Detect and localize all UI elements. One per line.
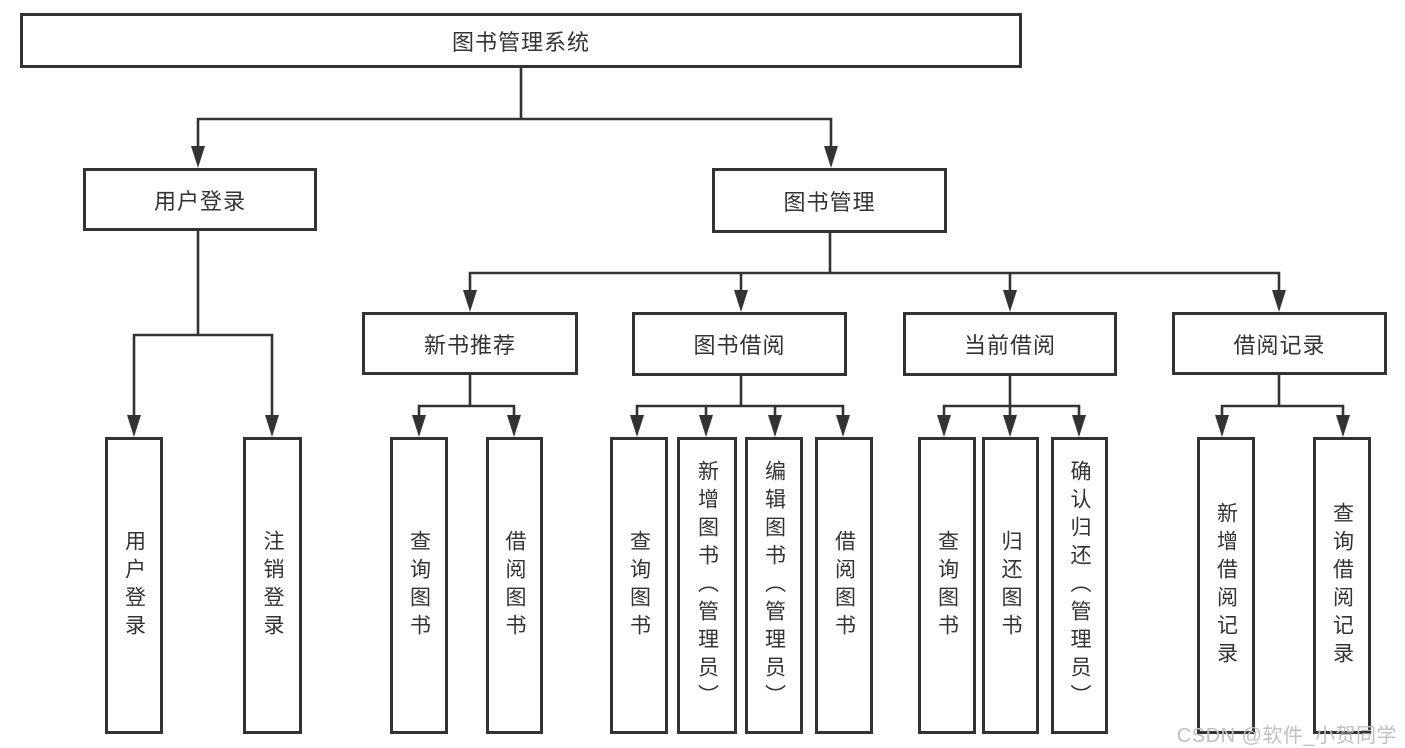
leaf-query-borrow-record-label: 查询借阅记录 (1330, 501, 1354, 670)
node-user-login: 用户登录 (83, 168, 317, 231)
leaf-query-book-current: 查询图书 (918, 437, 976, 734)
node-borrow-record: 借阅记录 (1172, 312, 1387, 375)
leaf-add-book-admin-label: 新增图书（管理员） (695, 459, 719, 712)
arrowheads (127, 146, 1350, 437)
node-current-borrow: 当前借阅 (903, 312, 1117, 376)
node-book-borrow: 图书借阅 (632, 312, 847, 376)
node-new-book-recommend-label: 新书推荐 (423, 332, 516, 358)
leaf-add-borrow-record-label: 新增借阅记录 (1214, 501, 1238, 670)
leaf-query-book-borrow-label: 查询图书 (627, 529, 651, 642)
node-root: 图书管理系统 (20, 13, 1022, 68)
leaf-confirm-return-admin-label: 确认归还（管理员） (1068, 459, 1091, 712)
node-book-borrow-label: 图书借阅 (693, 333, 786, 358)
leaf-query-book-recommend-label: 查询图书 (407, 529, 431, 642)
leaf-user-login-label: 用户登录 (122, 529, 146, 642)
connector-book-borrow-subtree (635, 376, 845, 419)
node-root-label: 图书管理系统 (451, 29, 590, 55)
leaf-logout-login-label: 注销登录 (261, 529, 284, 642)
leaf-borrow-book-label: 借阅图书 (832, 529, 856, 642)
node-current-borrow-label: 当前借阅 (963, 333, 1056, 358)
connector-book-management-subtree (468, 233, 1281, 294)
leaf-borrow-book: 借阅图书 (815, 437, 873, 734)
leaf-query-book-current-label: 查询图书 (935, 529, 959, 642)
leaf-return-book-label: 归还图书 (999, 529, 1022, 642)
node-user-login-label: 用户登录 (153, 188, 246, 214)
leaf-user-login: 用户登录 (105, 437, 163, 734)
leaf-borrow-book-recommend-label: 借阅图书 (503, 529, 526, 642)
leaf-confirm-return-admin: 确认归还（管理员） (1051, 437, 1108, 734)
connector-level2-split (196, 117, 833, 150)
leaf-borrow-book-recommend: 借阅图书 (486, 437, 543, 734)
connector-new-book-subtree (417, 375, 516, 419)
leaf-add-borrow-record: 新增借阅记录 (1197, 437, 1255, 734)
leaf-logout-login: 注销登录 (243, 437, 302, 734)
node-book-management-label: 图书管理 (783, 189, 876, 215)
csdn-watermark: CSDN @软件_小贺同学 (1176, 725, 1397, 747)
leaf-query-book-borrow: 查询图书 (610, 437, 668, 734)
connector-user-login-subtree (132, 231, 274, 419)
leaf-add-book-admin: 新增图书（管理员） (677, 437, 737, 734)
node-book-management: 图书管理 (712, 168, 947, 233)
leaf-return-book: 归还图书 (982, 437, 1039, 734)
node-new-book-recommend: 新书推荐 (362, 312, 578, 375)
connector-current-borrow-subtree (942, 376, 1081, 419)
node-borrow-record-label: 借阅记录 (1233, 332, 1326, 358)
leaf-edit-book-admin-label: 编辑图书（管理员） (762, 459, 786, 712)
leaf-edit-book-admin: 编辑图书（管理员） (745, 437, 803, 734)
leaf-query-borrow-record: 查询借阅记录 (1313, 437, 1371, 734)
connector-borrow-record-subtree (1220, 375, 1345, 419)
leaf-query-book-recommend: 查询图书 (390, 437, 448, 734)
